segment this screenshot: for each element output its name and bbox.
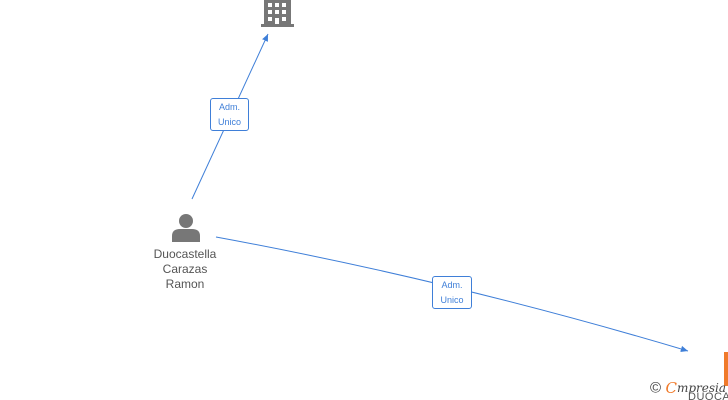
brand-initial: C	[665, 379, 677, 397]
company-name-fragment: DUOCA	[688, 391, 728, 400]
edge-label-line-1: Adm.	[441, 280, 463, 290]
person-name-line-3: Ramon	[165, 277, 205, 291]
person-name-line-1: Duocastella	[153, 247, 217, 261]
person-name-label[interactable]: Duocastella Carazas Ramon	[140, 247, 230, 292]
edge-label-line-2: Unico	[217, 117, 241, 127]
person-name-line-2: Carazas	[162, 262, 208, 276]
edge-label-role: Adm. Unico	[210, 98, 249, 131]
company-building-icon[interactable]	[261, 0, 294, 27]
brand-name: mpresia	[677, 381, 727, 395]
company-logo-edge[interactable]	[724, 352, 728, 386]
person-icon[interactable]	[172, 214, 200, 242]
copyright-symbol: ©	[650, 379, 662, 397]
edge-label-line-2: Unico	[440, 295, 464, 305]
edge-label-role: Adm. Unico	[432, 276, 472, 309]
empresia-watermark: © Cmpresia DUOCA	[650, 379, 728, 400]
edge-label-line-1: Adm.	[218, 102, 240, 112]
